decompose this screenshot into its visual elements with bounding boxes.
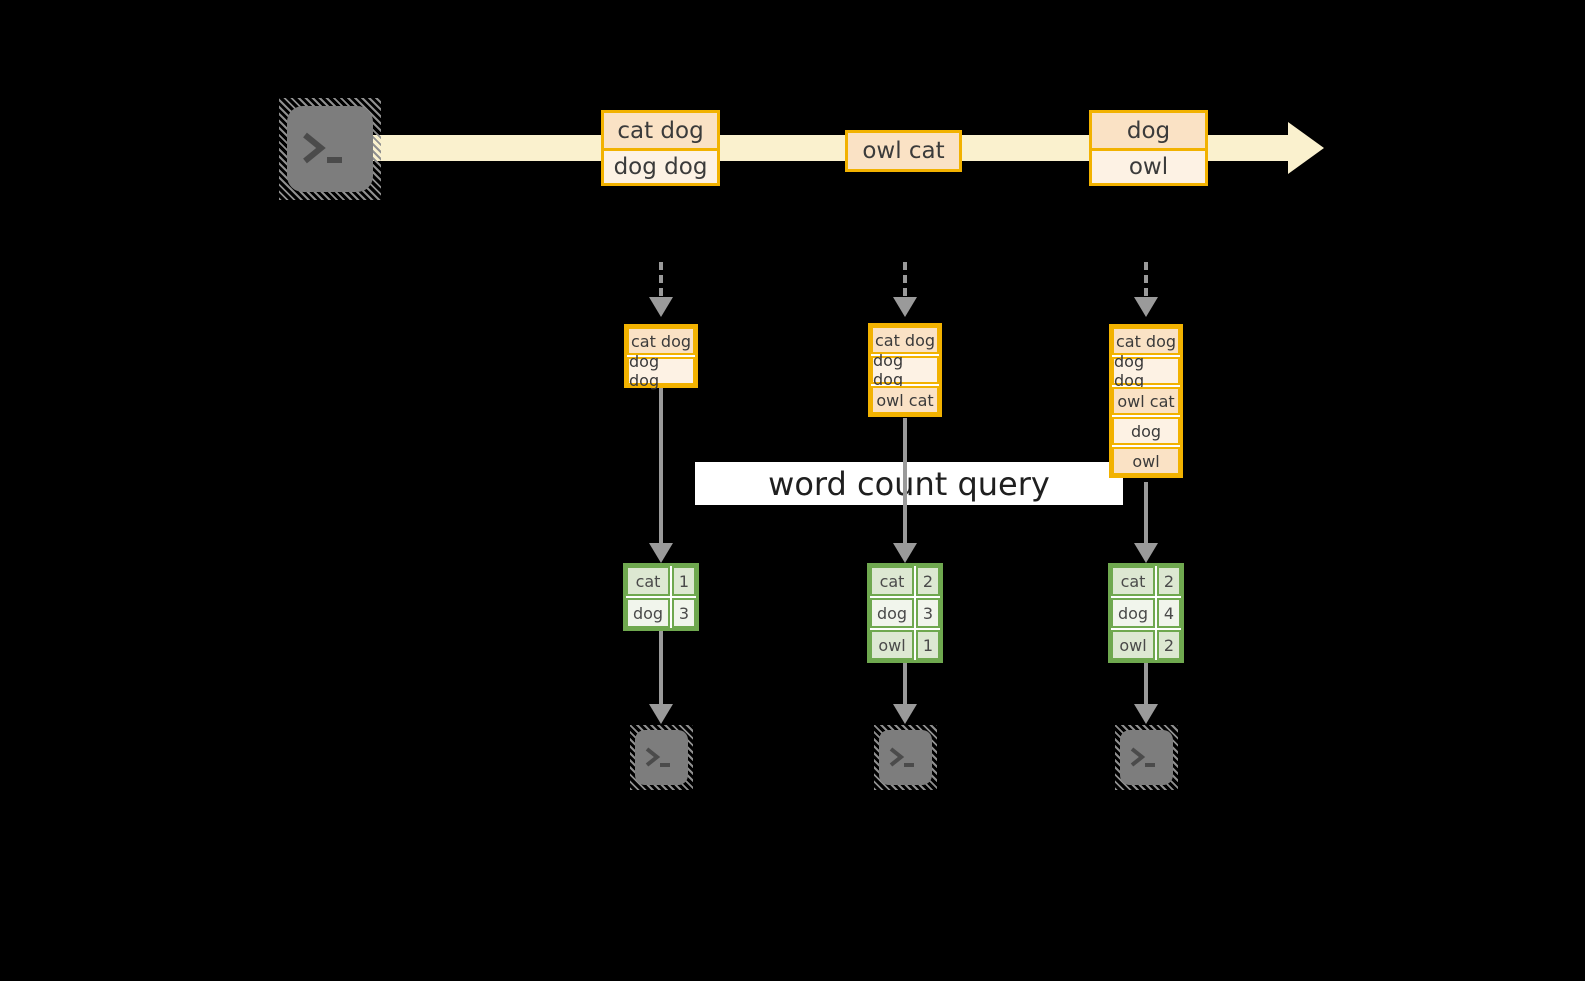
buffer-stack-1: cat dog dog dog [624,324,698,390]
word-cell: owl [1111,630,1155,660]
connector-line [659,388,663,545]
terminal-prompt-icon [635,730,688,785]
connector-line [1144,482,1148,545]
query-label: word count query [695,462,1123,505]
terminal-prompt-icon [879,730,932,785]
count-cell: 2 [916,566,940,596]
count-cell: 2 [1157,566,1181,596]
sink-terminal-icon [874,725,937,790]
record: owl [1112,447,1180,475]
word-cell: cat [1111,566,1155,596]
arrow-down-icon [649,704,673,724]
arrow-down-icon [649,543,673,563]
sink-terminal-icon [1115,725,1178,790]
arrow-down-icon [893,704,917,724]
terminal-prompt-icon [287,106,373,192]
record: cat dog [627,327,695,355]
table-row: dog 3 [870,598,940,628]
query-label-text: word count query [768,464,1050,503]
record: dog [1092,113,1205,148]
ingest-dashed-line [1144,262,1148,296]
buffer-stack-2: cat dog dog dog owl cat [868,323,942,417]
stream-batch-1: cat dog dog dog [601,110,720,186]
table-row: cat 1 [626,566,696,596]
table-row: dog 3 [626,598,696,628]
count-cell: 4 [1157,598,1181,628]
count-table-2: cat 2 dog 3 owl 1 [867,563,943,663]
arrow-down-icon [1134,297,1158,317]
buffer-stack-3: cat dog dog dog owl cat dog owl [1109,324,1183,478]
record: cat dog [871,326,939,354]
arrow-down-icon [649,297,673,317]
record: dog [1112,417,1180,445]
count-cell: 1 [916,630,940,660]
table-row: cat 2 [870,566,940,596]
connector-line [903,659,907,705]
ingest-dashed-line [903,262,907,296]
count-table-3: cat 2 dog 4 owl 2 [1108,563,1184,663]
connector-line [1144,659,1148,705]
arrow-down-icon [1134,704,1158,724]
arrow-down-icon [893,297,917,317]
count-cell: 3 [916,598,940,628]
record: cat dog [604,113,717,148]
record: dog dog [604,148,717,183]
count-cell: 1 [672,566,696,596]
record: dog dog [871,351,939,389]
record: owl cat [1112,387,1180,415]
arrow-down-icon [1134,543,1158,563]
stream-batch-3: dog owl [1089,110,1208,186]
record: dog dog [627,352,695,390]
source-terminal-icon [279,98,381,200]
table-row: cat 2 [1111,566,1181,596]
record: dog dog [1112,352,1180,390]
table-row: owl 1 [870,630,940,660]
record: cat dog [1112,327,1180,355]
word-cell: dog [626,598,670,628]
word-cell: dog [870,598,914,628]
record: owl cat [871,386,939,414]
table-row: dog 4 [1111,598,1181,628]
record: owl [1092,148,1205,183]
terminal-prompt-icon [1120,730,1173,785]
word-cell: dog [1111,598,1155,628]
ingest-dashed-line [659,262,663,296]
connector-line [903,418,907,545]
arrow-down-icon [893,543,917,563]
record: owl cat [848,133,959,169]
word-cell: cat [870,566,914,596]
stream-arrowhead-icon [1288,122,1324,174]
sink-terminal-icon [630,725,693,790]
word-cell: cat [626,566,670,596]
count-cell: 3 [672,598,696,628]
table-row: owl 2 [1111,630,1181,660]
count-cell: 2 [1157,630,1181,660]
connector-line [659,631,663,705]
word-cell: owl [870,630,914,660]
count-table-1: cat 1 dog 3 [623,563,699,631]
stream-batch-2: owl cat [845,130,962,172]
